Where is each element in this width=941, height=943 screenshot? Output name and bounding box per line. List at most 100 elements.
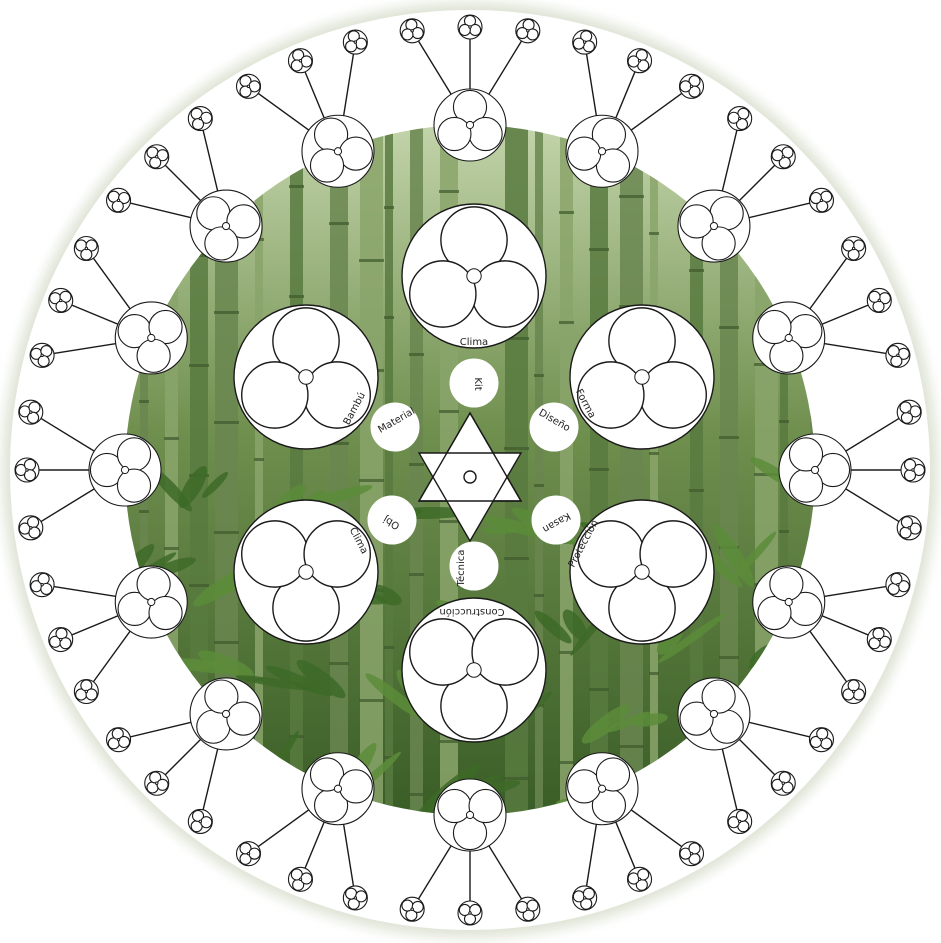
label-kit: Kit xyxy=(472,377,483,390)
outer-node xyxy=(886,573,910,597)
outer-node xyxy=(145,771,169,795)
outer-node xyxy=(809,188,833,212)
bamboo-node-ring xyxy=(559,321,574,324)
outer-node xyxy=(107,728,131,752)
bamboo-node-ring xyxy=(254,458,264,461)
bamboo-node-ring xyxy=(409,463,424,466)
bamboo-node-ring xyxy=(409,573,424,576)
outer-node xyxy=(400,19,424,43)
bamboo-node-ring xyxy=(214,531,239,534)
outer-node xyxy=(842,237,866,261)
outer-node xyxy=(30,343,54,367)
bamboo-node-ring xyxy=(214,311,239,314)
bamboo-node-ring xyxy=(534,594,544,597)
bamboo-node-ring xyxy=(329,222,349,225)
outer-node xyxy=(573,886,597,910)
outer-node xyxy=(867,288,891,312)
bamboo-node-ring xyxy=(359,699,384,702)
middle-node xyxy=(566,753,638,825)
outer-node xyxy=(867,628,891,652)
bamboo-node-ring xyxy=(719,656,739,659)
outer-node xyxy=(573,30,597,54)
outer-node xyxy=(188,809,212,833)
bamboo-node-ring xyxy=(589,248,609,251)
bamboo-node-ring xyxy=(289,185,304,188)
bamboo-stalk xyxy=(650,100,658,840)
label-construccion: Construcción xyxy=(439,606,504,618)
outer-node xyxy=(188,107,212,131)
bamboo-node-ring xyxy=(359,259,384,262)
middle-node xyxy=(434,89,506,161)
bamboo-node-ring xyxy=(329,662,349,665)
bamboo-stalk xyxy=(330,100,348,840)
outer-node xyxy=(897,516,921,540)
outer-node xyxy=(400,897,424,921)
outer-node xyxy=(19,516,43,540)
middle-node xyxy=(434,779,506,851)
outer-node xyxy=(49,628,73,652)
bamboo-node-ring xyxy=(409,353,424,356)
outer-node xyxy=(516,897,540,921)
bamboo-node-ring xyxy=(164,437,179,440)
bamboo-node-ring xyxy=(619,745,644,748)
outer-node xyxy=(237,842,261,866)
middle-node xyxy=(302,115,374,187)
bamboo-node-ring xyxy=(649,672,659,675)
bamboo-node-ring xyxy=(214,641,239,644)
outer-node xyxy=(516,19,540,43)
outer-node xyxy=(145,145,169,169)
major-node xyxy=(234,500,378,644)
outer-node xyxy=(901,458,925,482)
middle-node xyxy=(89,434,161,506)
outer-node xyxy=(15,458,39,482)
bamboo-node-ring xyxy=(559,211,574,214)
outer-node xyxy=(771,771,795,795)
middle-node xyxy=(779,434,851,506)
bamboo-node-ring xyxy=(689,269,704,272)
bamboo-stalk xyxy=(385,100,393,840)
major-node xyxy=(402,204,546,348)
bamboo-node-ring xyxy=(409,793,424,796)
outer-node xyxy=(458,15,482,39)
bamboo-node-ring xyxy=(559,761,574,764)
outer-node xyxy=(628,867,652,891)
bamboo-stalk xyxy=(535,100,543,840)
middle-node xyxy=(190,190,262,262)
bamboo-node-ring xyxy=(504,557,529,560)
outer-node xyxy=(680,74,704,98)
bamboo-node-ring xyxy=(589,688,609,691)
outer-node xyxy=(288,49,312,73)
outer-node xyxy=(288,867,312,891)
bamboo-node-ring xyxy=(384,206,394,209)
middle-node xyxy=(678,190,750,262)
bamboo-node-ring xyxy=(289,295,304,298)
bamboo-node-ring xyxy=(719,326,739,329)
middle-node xyxy=(190,678,262,750)
major-node xyxy=(234,305,378,449)
bamboo-stalk xyxy=(360,100,383,840)
outer-node xyxy=(886,343,910,367)
outer-node xyxy=(809,728,833,752)
outer-node xyxy=(74,237,98,261)
label-tecnica: Técnica xyxy=(455,550,467,588)
bamboo-node-ring xyxy=(139,400,149,403)
middle-node xyxy=(115,566,187,638)
bamboo-node-ring xyxy=(779,530,789,533)
bamboo-node-ring xyxy=(439,740,459,743)
middle-node xyxy=(302,753,374,825)
bamboo-stalk xyxy=(620,100,643,840)
bamboo-node-ring xyxy=(189,584,209,587)
middle-node xyxy=(753,566,825,638)
bamboo-node-ring xyxy=(189,364,209,367)
outer-node xyxy=(74,680,98,704)
outer-node xyxy=(237,74,261,98)
bamboo-node-ring xyxy=(504,777,529,780)
outer-node xyxy=(728,809,752,833)
major-node xyxy=(402,598,546,742)
major-node xyxy=(570,305,714,449)
outer-node xyxy=(107,188,131,212)
outer-node xyxy=(680,842,704,866)
outer-node xyxy=(628,49,652,73)
middle-node xyxy=(566,115,638,187)
